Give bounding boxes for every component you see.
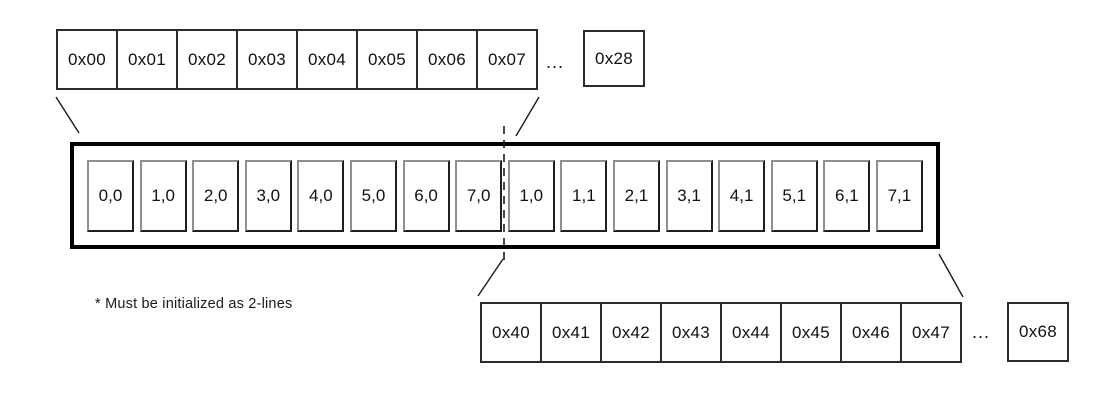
buffer-cell: 0,0 bbox=[87, 159, 134, 232]
buffer-cell: 6,1 bbox=[823, 159, 871, 232]
bottom-ellipsis: ... bbox=[972, 322, 991, 342]
buffer-cell: 2,0 bbox=[192, 159, 240, 232]
bottom-address-strip: 0x40 0x41 0x42 0x43 0x44 0x45 0x46 0x47 bbox=[480, 302, 962, 363]
buffer-cell: 1,0 bbox=[507, 159, 555, 232]
buffer-cell: 6,0 bbox=[402, 159, 450, 232]
memory-address-cell: 0x45 bbox=[780, 302, 842, 363]
init-note: * Must be initialized as 2-lines bbox=[95, 296, 293, 312]
connector-line-top-left bbox=[55, 96, 80, 134]
memory-address-cell: 0x42 bbox=[600, 302, 662, 363]
memory-address-cell: 0x07 bbox=[476, 29, 538, 90]
connector-line-bottom-left bbox=[477, 258, 504, 297]
memory-address-cell: 0x02 bbox=[176, 29, 238, 90]
buffer-cell: 4,1 bbox=[718, 159, 766, 232]
memory-address-cell: 0x43 bbox=[660, 302, 722, 363]
memory-address-cell: 0x40 bbox=[480, 302, 542, 363]
memory-address-cell: 0x00 bbox=[56, 29, 118, 90]
connector-line-bottom-right bbox=[938, 253, 964, 298]
buffer-cell: 3,0 bbox=[244, 159, 292, 232]
buffer-cell: 5,1 bbox=[770, 159, 818, 232]
buffer-cell: 7,1 bbox=[875, 159, 923, 232]
buffer-cell: 7,0 bbox=[455, 159, 503, 232]
memory-address-cell-last: 0x28 bbox=[583, 30, 645, 87]
connector-line-top-right bbox=[515, 96, 540, 137]
memory-address-cell: 0x05 bbox=[356, 29, 418, 90]
buffer-cell: 5,0 bbox=[349, 159, 397, 232]
memory-address-cell: 0x06 bbox=[416, 29, 478, 90]
buffer-cell: 1,0 bbox=[139, 159, 187, 232]
memory-address-cell: 0x03 bbox=[236, 29, 298, 90]
top-ellipsis: ... bbox=[546, 52, 565, 72]
memory-address-cell: 0x46 bbox=[840, 302, 902, 363]
memory-address-cell: 0x41 bbox=[540, 302, 602, 363]
top-address-strip: 0x00 0x01 0x02 0x03 0x04 0x05 0x06 0x07 bbox=[56, 29, 538, 90]
memory-address-cell: 0x04 bbox=[296, 29, 358, 90]
buffer-cell: 2,1 bbox=[612, 159, 660, 232]
buffer-cell: 1,1 bbox=[560, 159, 608, 232]
buffer-box: 0,0 1,0 2,0 3,0 4,0 5,0 6,0 7,0 1,0 1,1 … bbox=[70, 142, 940, 249]
memory-address-cell: 0x47 bbox=[900, 302, 962, 363]
buffer-cell: 4,0 bbox=[297, 159, 345, 232]
memory-address-cell: 0x44 bbox=[720, 302, 782, 363]
memory-address-cell-last: 0x68 bbox=[1007, 302, 1069, 362]
buffer-cell: 3,1 bbox=[665, 159, 713, 232]
memory-address-cell: 0x01 bbox=[116, 29, 178, 90]
